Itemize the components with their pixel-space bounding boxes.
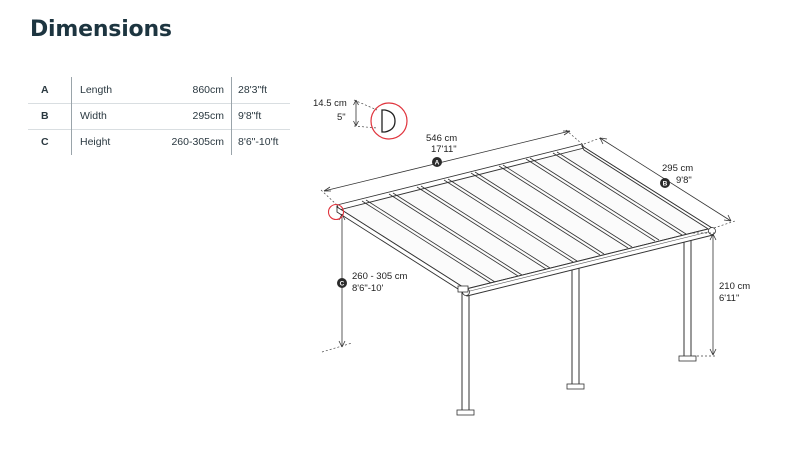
width-ft-label: 9'8" — [676, 175, 692, 186]
height-range-dimension: C 260 - 305 cm 8'6"-10' — [321, 213, 408, 353]
row-imperial: 28'3"ft — [231, 77, 290, 103]
row-name: Length — [71, 77, 137, 103]
row-imperial: 8'6"-10'ft — [231, 128, 290, 155]
row-imperial: 9'8"ft — [231, 102, 290, 129]
post-front-middle — [571, 261, 580, 387]
row-name: Height — [71, 128, 137, 155]
row-metric: 260-305cm — [136, 128, 232, 155]
profile-cm-label: 14.5 cm — [313, 98, 347, 109]
table-row: A Length 860cm 28'3"ft — [28, 77, 290, 103]
badge-a-label: A — [435, 160, 440, 167]
post-front-right — [683, 231, 692, 359]
row-metric: 860cm — [192, 83, 224, 96]
width-cm-label: 295 cm — [662, 163, 693, 174]
roof-panels — [361, 151, 687, 284]
dimensions-table: A Length 860cm 28'3"ft B Width 295cm 9'8… — [28, 77, 290, 155]
post-height-dimension: 210 cm 6'11" — [693, 232, 750, 357]
badge-a-icon — [432, 157, 442, 167]
profile-in-label: 5" — [337, 112, 346, 123]
height-range-ft-label: 8'6"-10' — [352, 283, 383, 294]
roof — [335, 143, 716, 297]
table-row: C Height 260-305cm 8'6"-10'ft — [28, 128, 290, 155]
page-title: Dimensions — [30, 17, 172, 42]
post-height-cm-label: 210 cm — [719, 281, 750, 292]
length-cm-label: 546 cm — [426, 133, 457, 144]
row-letter: B — [28, 102, 72, 129]
post-base — [456, 409, 475, 416]
profile-detail: 14.5 cm 5" — [313, 98, 408, 221]
row-letter: A — [41, 83, 49, 96]
badge-b-label: B — [663, 181, 668, 188]
badge-c-label: C — [340, 281, 345, 288]
post-height-ft-label: 6'11" — [719, 293, 739, 304]
post-base — [566, 383, 585, 390]
post-base — [678, 355, 697, 362]
row-name: Width — [71, 102, 137, 129]
length-dimension: 546 cm 17'11" A — [320, 129, 583, 206]
highlight-circle-icon — [327, 203, 345, 221]
row-letter: C — [28, 128, 72, 155]
badge-b-icon — [660, 178, 670, 188]
row-metric: 295cm — [136, 102, 232, 129]
table-row: B Width 295cm 9'8"ft — [28, 102, 290, 129]
post-front-left — [461, 289, 470, 413]
length-ft-label: 17'11" — [431, 144, 457, 155]
badge-c-icon — [337, 278, 347, 288]
height-range-cm-label: 260 - 305 cm — [352, 271, 408, 282]
gutter-profile-icon — [381, 109, 396, 133]
width-dimension: 295 cm 9'8" B — [583, 136, 736, 229]
highlight-circle-icon — [370, 102, 408, 140]
